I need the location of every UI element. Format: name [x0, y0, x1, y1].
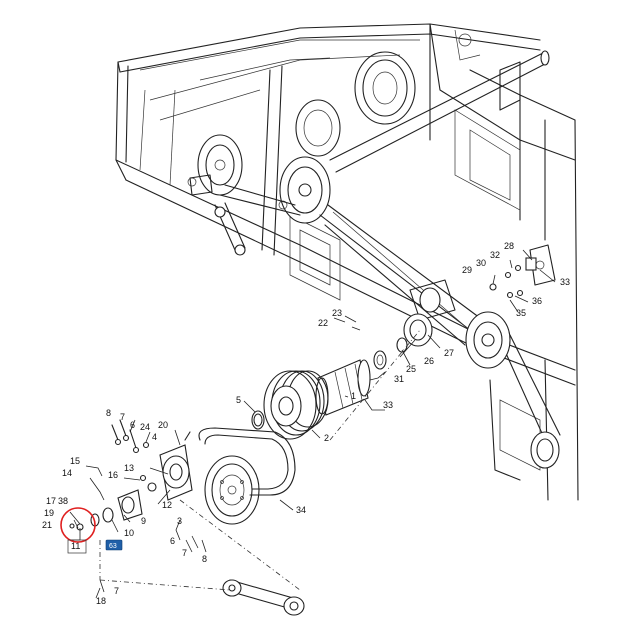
ring-part-5	[251, 410, 265, 430]
callout-leaders	[69, 249, 556, 599]
callout-19: 19	[44, 508, 54, 518]
callout-9: 9	[141, 516, 146, 526]
callout-16: 16	[108, 470, 118, 480]
callout-7-upper: 7	[120, 412, 125, 422]
machine-frame	[115, 23, 579, 501]
callout-12: 12	[162, 500, 172, 510]
callout-36: 36	[532, 296, 542, 306]
callout-1: 1	[351, 391, 356, 401]
callout-8-lower: 8	[202, 554, 207, 564]
right-pulley-assembly	[396, 244, 560, 469]
upper-right-pulley	[278, 156, 331, 224]
callout-28: 28	[504, 241, 514, 251]
callout-13: 13	[124, 463, 134, 473]
callout-8-upper: 8	[106, 408, 111, 418]
callout-6-lower: 6	[170, 536, 175, 546]
callout-3: 3	[177, 516, 182, 526]
upper-arm	[214, 184, 301, 256]
callout-26: 26	[424, 356, 434, 366]
callout-20: 20	[158, 420, 168, 430]
callout-5: 5	[236, 395, 241, 405]
lower-link-arm	[222, 579, 305, 616]
drive-shaft	[329, 50, 550, 173]
drive-belts	[319, 204, 561, 441]
callout-11: 11	[71, 541, 80, 551]
callout-labels: 1 2 3 4 5 6 6 7 7 7 8 8 9 10 11 12 13 14…	[42, 241, 570, 606]
inner-rotors	[295, 51, 416, 157]
callout-27: 27	[444, 348, 454, 358]
belt-loop	[198, 427, 296, 496]
callout-23: 23	[332, 308, 342, 318]
main-pulley-part-2	[263, 370, 329, 440]
badge-label: 63	[109, 543, 117, 550]
callout-7-bottom: 7	[114, 586, 119, 596]
callout-29: 29	[462, 265, 472, 275]
callout-22: 22	[318, 318, 328, 328]
callout-18: 18	[96, 596, 106, 606]
callout-6-upper: 6	[130, 420, 135, 430]
main-hub-shaft	[315, 350, 387, 416]
tensioner-bracket-20	[159, 431, 193, 501]
callout-32: 32	[490, 250, 500, 260]
callout-7-lower: 7	[182, 548, 187, 558]
part-reference-badge[interactable]: 63	[105, 539, 123, 551]
callout-34: 34	[296, 505, 306, 515]
small-fasteners-right	[489, 257, 537, 299]
callout-30: 30	[476, 258, 486, 268]
callout-14: 14	[62, 468, 72, 478]
callout-25: 25	[406, 364, 416, 374]
callout-35: 35	[516, 308, 526, 318]
callout-31: 31	[394, 374, 404, 384]
callout-10: 10	[124, 528, 134, 538]
callout-21: 21	[42, 520, 52, 530]
callout-17: 17	[46, 496, 56, 506]
callout-33-center: 33	[383, 400, 393, 410]
callout-15: 15	[70, 456, 80, 466]
callout-11-box	[67, 539, 87, 554]
callout-2: 2	[324, 433, 329, 443]
callout-4: 4	[152, 432, 157, 442]
idler-pulley-34	[204, 455, 260, 525]
upper-left-pulley	[187, 134, 243, 196]
callout-24: 24	[140, 422, 150, 432]
callout-33-right: 33	[560, 277, 570, 287]
bolts-upper-left	[111, 419, 150, 454]
callout-38: 38	[58, 496, 68, 506]
red-highlight-circle[interactable]	[60, 507, 96, 543]
highlighted-part[interactable]	[60, 507, 96, 543]
assembly-center-lines	[99, 329, 421, 591]
